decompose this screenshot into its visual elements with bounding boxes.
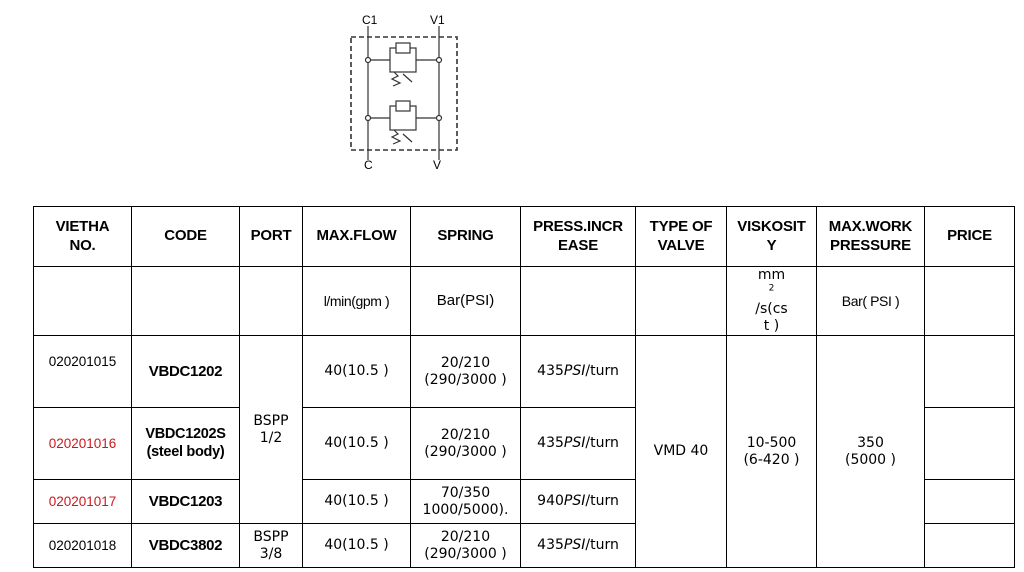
port-label-v1: V1	[430, 13, 445, 27]
spring-cell: 20/210(290/3000 )	[410, 407, 521, 481]
unit-price	[924, 265, 1015, 337]
press-increase-cell: 940PSI/turn	[520, 479, 636, 525]
vietha-no-cell: 020201017	[33, 479, 132, 525]
max-flow-cell: 40(10.5 )	[302, 335, 411, 409]
unit-max-work-pressure: Bar( PSI )	[816, 265, 925, 337]
press-increase-cell: 435PSI/turn	[520, 335, 636, 409]
code-cell: VBDC3802	[131, 523, 240, 569]
header-spring: SPRING	[410, 206, 521, 267]
spring-cell: 20/210(290/3000 )	[410, 523, 521, 569]
vietha-no-cell: 020201018	[33, 523, 132, 569]
press-increase-cell: 435PSI/turn	[520, 523, 636, 569]
spring-cell: 20/210(290/3000 )	[410, 335, 521, 409]
max-work-pressure-cell: 350(5000 )	[816, 335, 925, 569]
port-label-c1: C1	[362, 13, 378, 27]
unit-max-flow: l/min(gpm )	[302, 265, 411, 337]
price-cell	[924, 335, 1015, 409]
max-flow-cell: 40(10.5 )	[302, 523, 411, 569]
max-flow-cell: 40(10.5 )	[302, 479, 411, 525]
port-label-c: C	[364, 158, 373, 172]
unit-port	[239, 265, 303, 337]
unit-spring: Bar(PSI)	[410, 265, 521, 337]
vietha-no-cell: 020201016	[33, 407, 132, 481]
price-cell	[924, 407, 1015, 481]
unit-code	[131, 265, 240, 337]
table-row: 020201016 VBDC1202S(steel body) 40(10.5 …	[33, 407, 1015, 481]
press-increase-cell: 435PSI/turn	[520, 407, 636, 481]
valve-schematic-diagram: C1 V1 C V	[350, 13, 458, 172]
unit-type-of-valve	[635, 265, 727, 337]
price-cell	[924, 523, 1015, 569]
vietha-no-cell: 020201015	[33, 335, 132, 409]
code-cell: VBDC1202S(steel body)	[131, 407, 240, 481]
header-max-flow: MAX.FLOW	[302, 206, 411, 267]
viskosity-cell: 10-500(6-420 )	[726, 335, 817, 569]
header-port: PORT	[239, 206, 303, 267]
type-of-valve-cell: VMD 40	[635, 335, 727, 569]
code-cell: VBDC1202	[131, 335, 240, 409]
code-cell: VBDC1203	[131, 479, 240, 525]
port-label-v: V	[433, 158, 441, 172]
unit-press-increase	[520, 265, 636, 337]
relief-valve-upper-symbol	[389, 42, 417, 87]
header-code: CODE	[131, 206, 240, 267]
price-cell	[924, 479, 1015, 525]
valve-housing-outline	[350, 36, 458, 151]
header-price: PRICE	[924, 206, 1015, 267]
unit-vietha-no	[33, 265, 132, 337]
relief-valve-lower-symbol	[389, 100, 417, 145]
max-flow-cell: 40(10.5 )	[302, 407, 411, 481]
